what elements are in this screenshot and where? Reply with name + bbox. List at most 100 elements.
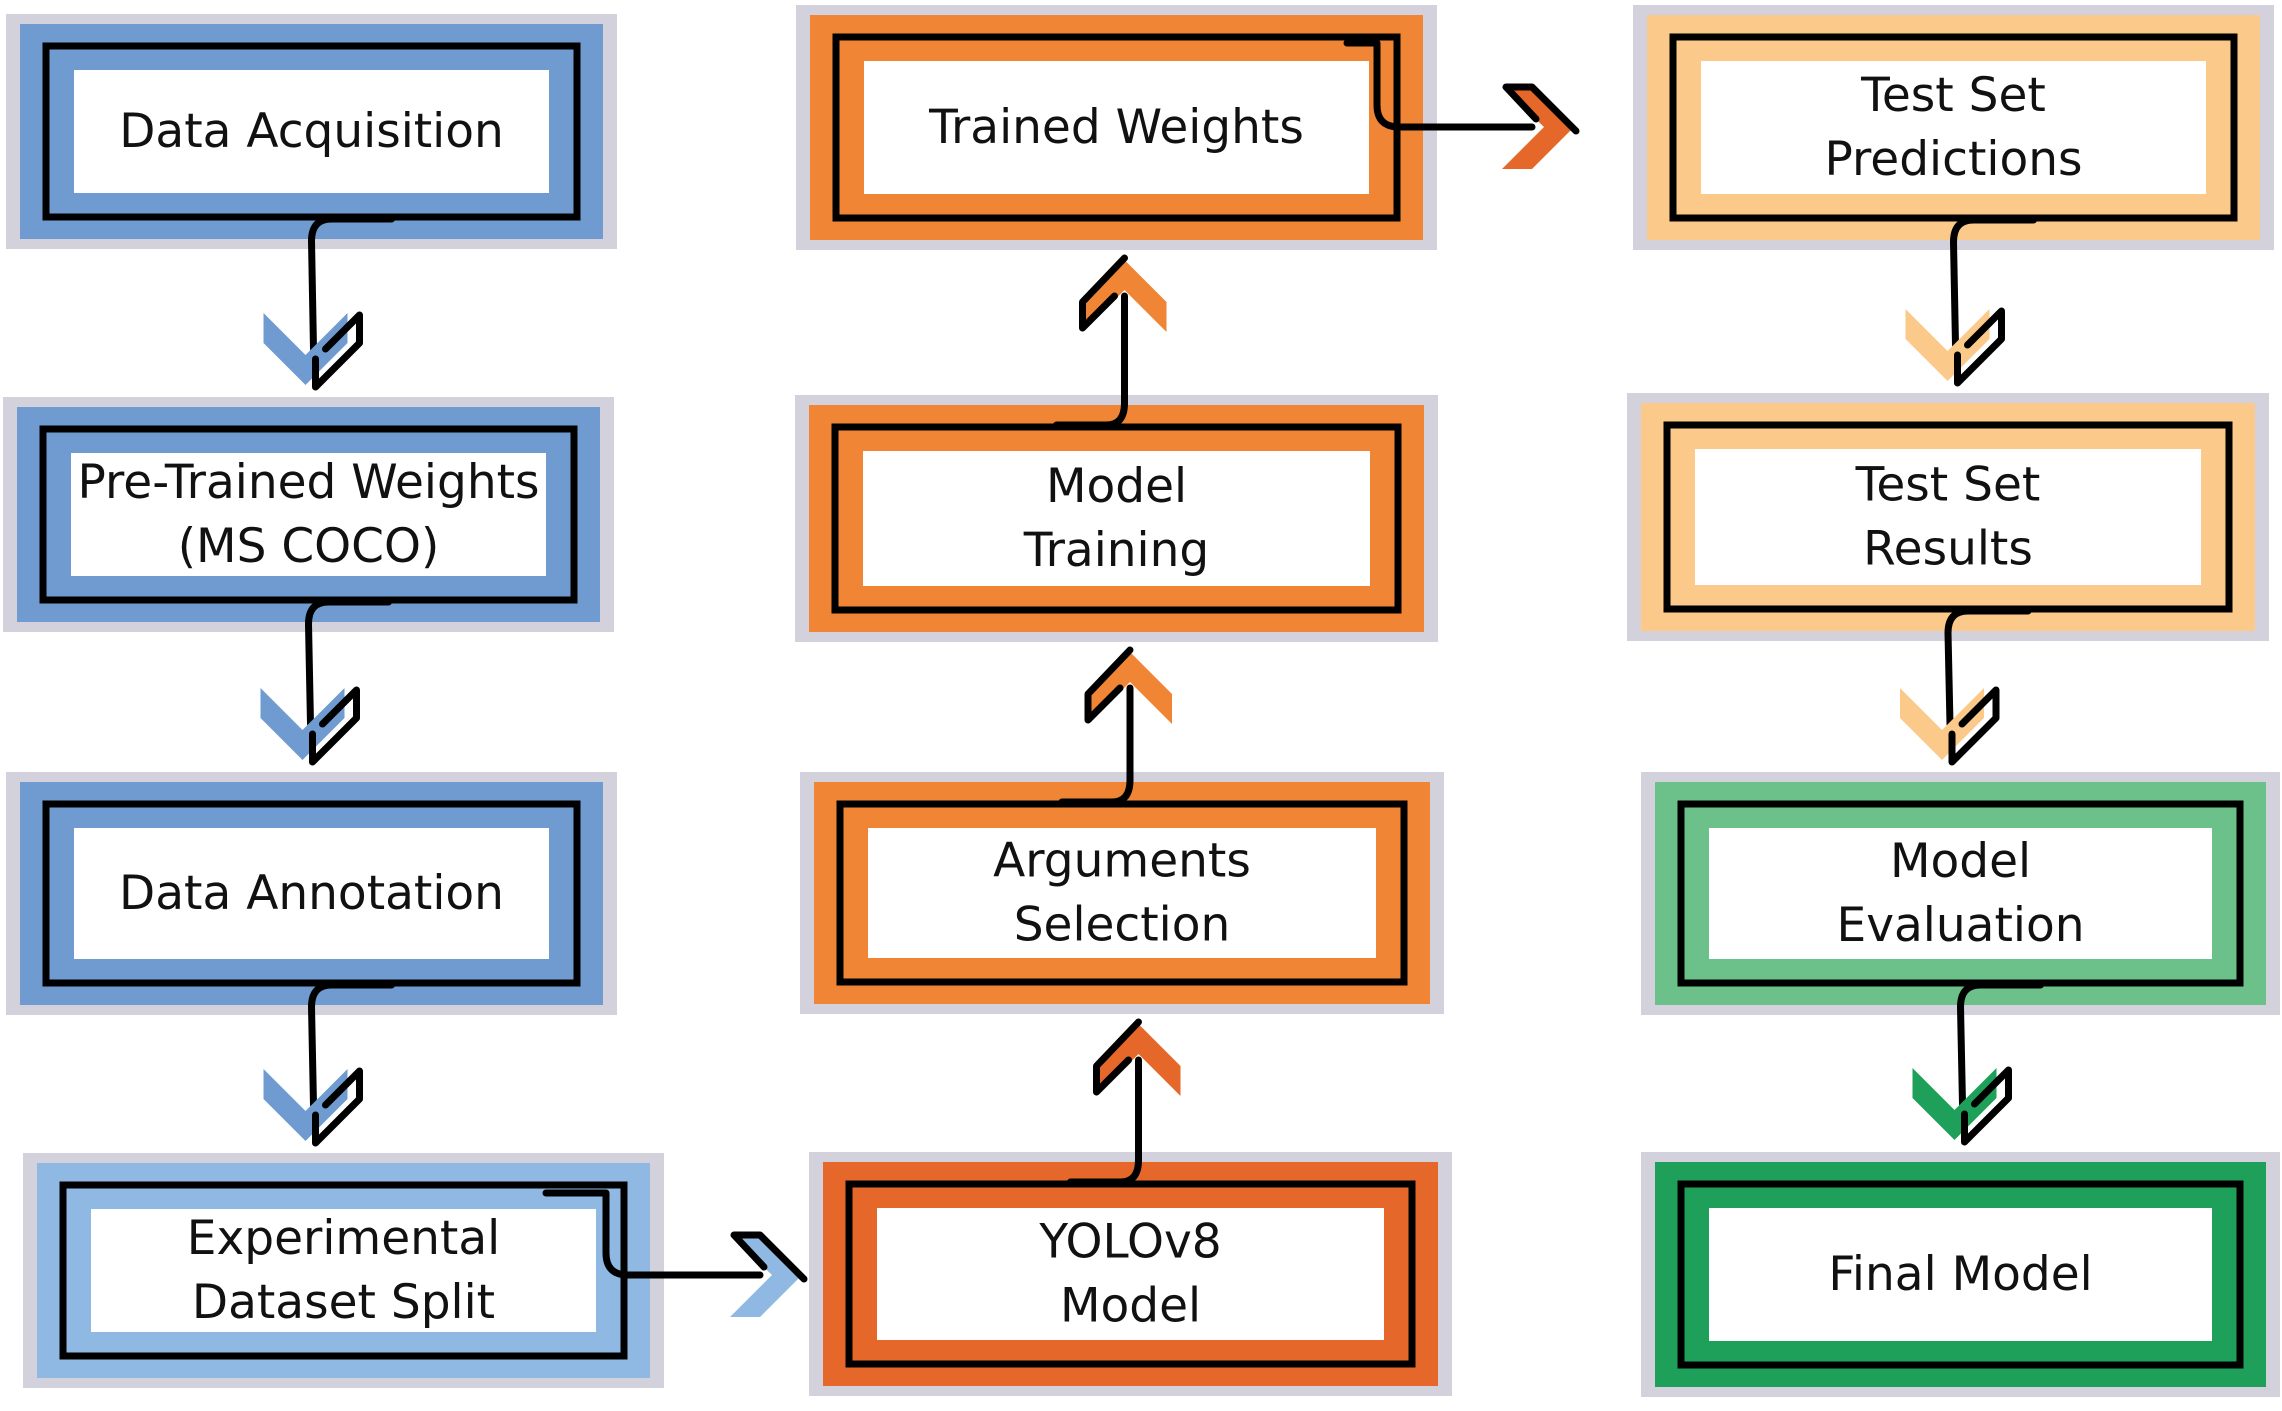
chevron-fill [263, 1069, 348, 1141]
up-arrow-icon [1079, 254, 1167, 332]
connector-line [1957, 981, 2044, 1108]
connector-line [1343, 39, 1536, 131]
box-label-line: Selection [1014, 898, 1231, 953]
chevron-fill [1502, 87, 1574, 169]
box-label-line: Model [1060, 1279, 1201, 1334]
chevron-outline [1954, 307, 2005, 387]
box-label-line: Model [1890, 834, 2031, 889]
box-border [836, 800, 1408, 986]
box-label-area [74, 828, 549, 959]
box-label-area [863, 451, 1370, 586]
chevron-outline [312, 1067, 363, 1147]
box-label-line: Dataset Split [192, 1275, 495, 1330]
box-border [1677, 800, 2244, 987]
chevron-outline [1961, 1066, 2012, 1146]
down-arrow-icon [263, 311, 363, 391]
chevron-outline [1948, 686, 2000, 766]
box-label-area [864, 61, 1369, 194]
connector-line [1058, 684, 1134, 806]
chevron-fill [260, 688, 345, 760]
box-label-line: Results [1863, 522, 2033, 577]
box-label-area [1701, 61, 2206, 194]
box-border [59, 1181, 628, 1360]
chevron-fill [263, 313, 348, 385]
box-label-area [1695, 449, 2201, 585]
box-border [845, 1180, 1416, 1368]
box-pretrained-weights: Pre-Trained Weights (MS COCO) [3, 397, 614, 632]
box-label-line: Data Acquisition [119, 104, 504, 159]
down-arrow-icon [260, 686, 360, 766]
box-label-area [74, 70, 549, 193]
box-data-annotation: Data Annotation [6, 772, 617, 1015]
box-label-line: Experimental [187, 1211, 500, 1266]
box-label-area [71, 453, 546, 576]
box-label-line: Training [1023, 523, 1209, 578]
box-label-line: Evaluation [1837, 898, 2085, 953]
down-arrow-icon [1900, 686, 2000, 766]
chevron-fill [1905, 309, 1990, 381]
up-arrow-icon [1093, 1018, 1181, 1096]
box-final-model: Final Model [1641, 1152, 2280, 1397]
chevron-outline [1502, 83, 1580, 135]
box-label-line: Model [1046, 459, 1187, 514]
chevron-outline [1079, 254, 1128, 332]
box-trained-weights: Trained Weights [796, 5, 1437, 250]
box-border [1663, 421, 2233, 613]
box-border [39, 425, 578, 604]
chevron-outline [1093, 1018, 1142, 1096]
up-arrow-icon [1084, 646, 1172, 724]
right-arrow-icon [730, 1231, 808, 1317]
right-arrow-icon [1502, 83, 1580, 169]
box-border [42, 800, 581, 987]
box-label-line: Predictions [1825, 132, 2083, 187]
connector-line [1944, 607, 2032, 728]
box-border [42, 42, 581, 221]
chevron-fill [1912, 1068, 1997, 1140]
box-label-line: Pre-Trained Weights [77, 455, 539, 510]
chevron-fill [730, 1235, 802, 1317]
chevron-outline [1084, 646, 1134, 724]
box-data-acquisition: Data Acquisition [6, 14, 617, 249]
box-label-line: (MS COCO) [178, 519, 440, 574]
connector-line [1950, 216, 2037, 349]
down-arrow-icon [1905, 307, 2005, 387]
chevron-fill [1082, 260, 1167, 332]
box-label-line: Test Set [1855, 458, 2041, 513]
box-label-line: Arguments [993, 834, 1251, 889]
box-label-area [1709, 828, 2212, 959]
box-label-line: Trained Weights [928, 100, 1304, 155]
down-arrow-icon [1912, 1066, 2012, 1146]
connector-line [1053, 292, 1128, 429]
box-label-area [868, 828, 1376, 958]
connector-line [308, 981, 395, 1109]
box-label-line: Final Model [1828, 1247, 2092, 1302]
connector-line [1067, 1056, 1142, 1186]
chevron-outline [730, 1231, 808, 1283]
connector-line [308, 215, 395, 353]
chevron-fill [1096, 1024, 1181, 1096]
chevron-outline [309, 686, 360, 766]
box-border [1669, 33, 2238, 222]
box-label-area [1709, 1208, 2212, 1341]
box-border [831, 423, 1402, 614]
box-label-area [91, 1209, 596, 1332]
chevron-fill [1088, 652, 1172, 724]
box-label-line: YOLOv8 [1038, 1215, 1221, 1270]
connector-line [542, 1189, 764, 1279]
connector-line [305, 598, 392, 728]
box-label-line: Test Set [1860, 68, 2046, 123]
box-label-area [877, 1208, 1384, 1340]
chevron-fill [1900, 688, 1984, 760]
box-label-line: Data Annotation [119, 866, 504, 921]
down-arrow-icon [263, 1067, 363, 1147]
box-border [1677, 1180, 2244, 1369]
chevron-outline [312, 311, 363, 391]
